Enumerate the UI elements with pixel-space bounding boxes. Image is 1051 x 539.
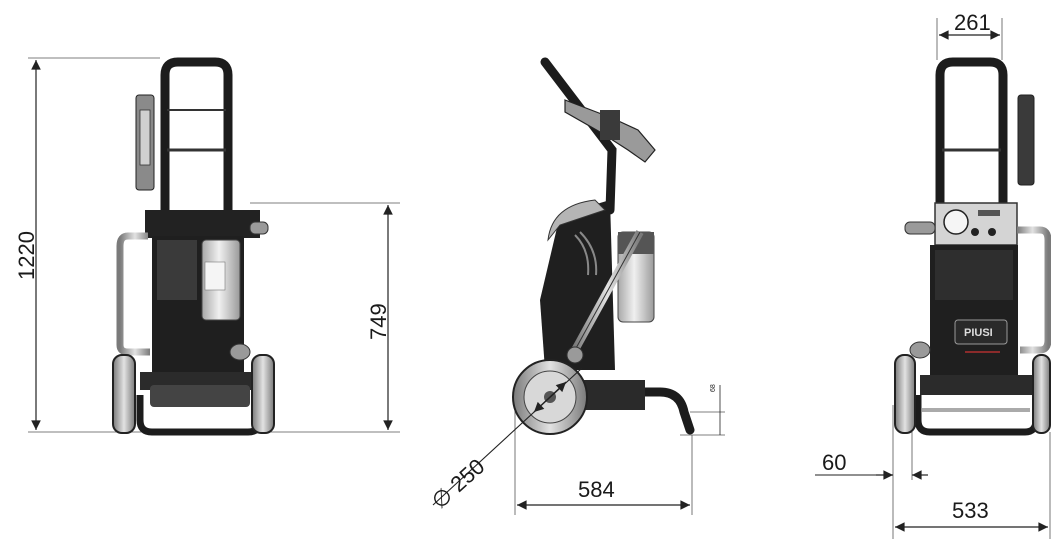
dim-wheel-width: 60 <box>822 450 846 475</box>
pressure-gauge <box>943 209 969 235</box>
dim-total-height: 1220 <box>14 231 39 280</box>
brand-logo <box>954 319 1008 345</box>
dim-handle-width: 261 <box>954 10 991 35</box>
top-plate <box>145 210 260 238</box>
svg-text:68: 68 <box>710 384 717 392</box>
side-handle <box>540 57 617 215</box>
left-wheel <box>112 354 136 434</box>
dim-base-width: 533 <box>952 498 989 523</box>
right-wheel <box>251 354 275 434</box>
handle <box>160 57 233 210</box>
back-handle <box>935 57 1008 210</box>
back-left-wheel <box>894 354 916 434</box>
side-body <box>540 200 615 370</box>
side-bar <box>116 232 150 356</box>
back-view: PIUSI 261 60 533 <box>815 10 1051 539</box>
dim-wheel-diameter: ∅ 250 <box>427 454 490 514</box>
svg-text:PIUSI: PIUSI <box>964 327 993 339</box>
front-view: 1220 749 <box>14 57 400 436</box>
side-view: 68 ∅ 250 584 <box>427 57 725 515</box>
dim-body-height: 749 <box>366 303 391 340</box>
dim-depth: 584 <box>578 477 615 502</box>
back-right-wheel <box>1032 354 1051 434</box>
